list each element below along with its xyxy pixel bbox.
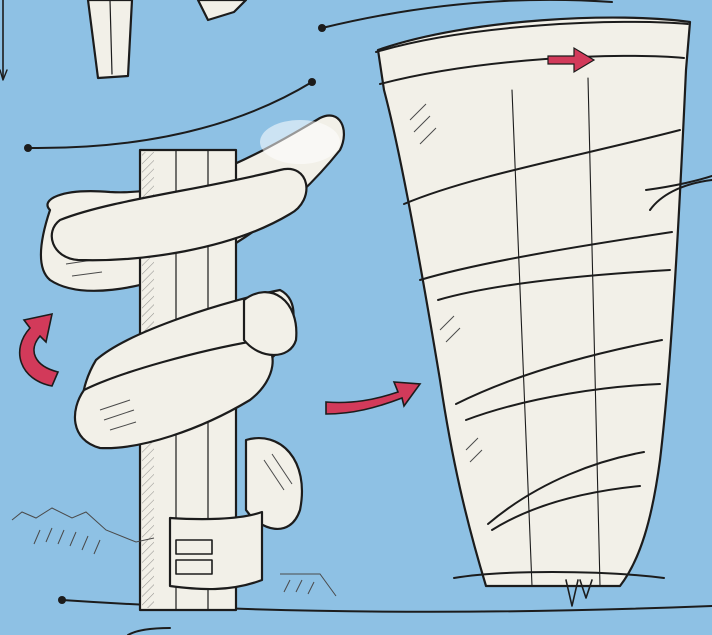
left-bandaged-pole (41, 116, 344, 610)
next-step-arrow-icon (326, 382, 420, 414)
right-bandaged-limb (376, 18, 712, 606)
top-fragment-group (0, 0, 246, 80)
rotate-arrow-icon (20, 314, 58, 386)
